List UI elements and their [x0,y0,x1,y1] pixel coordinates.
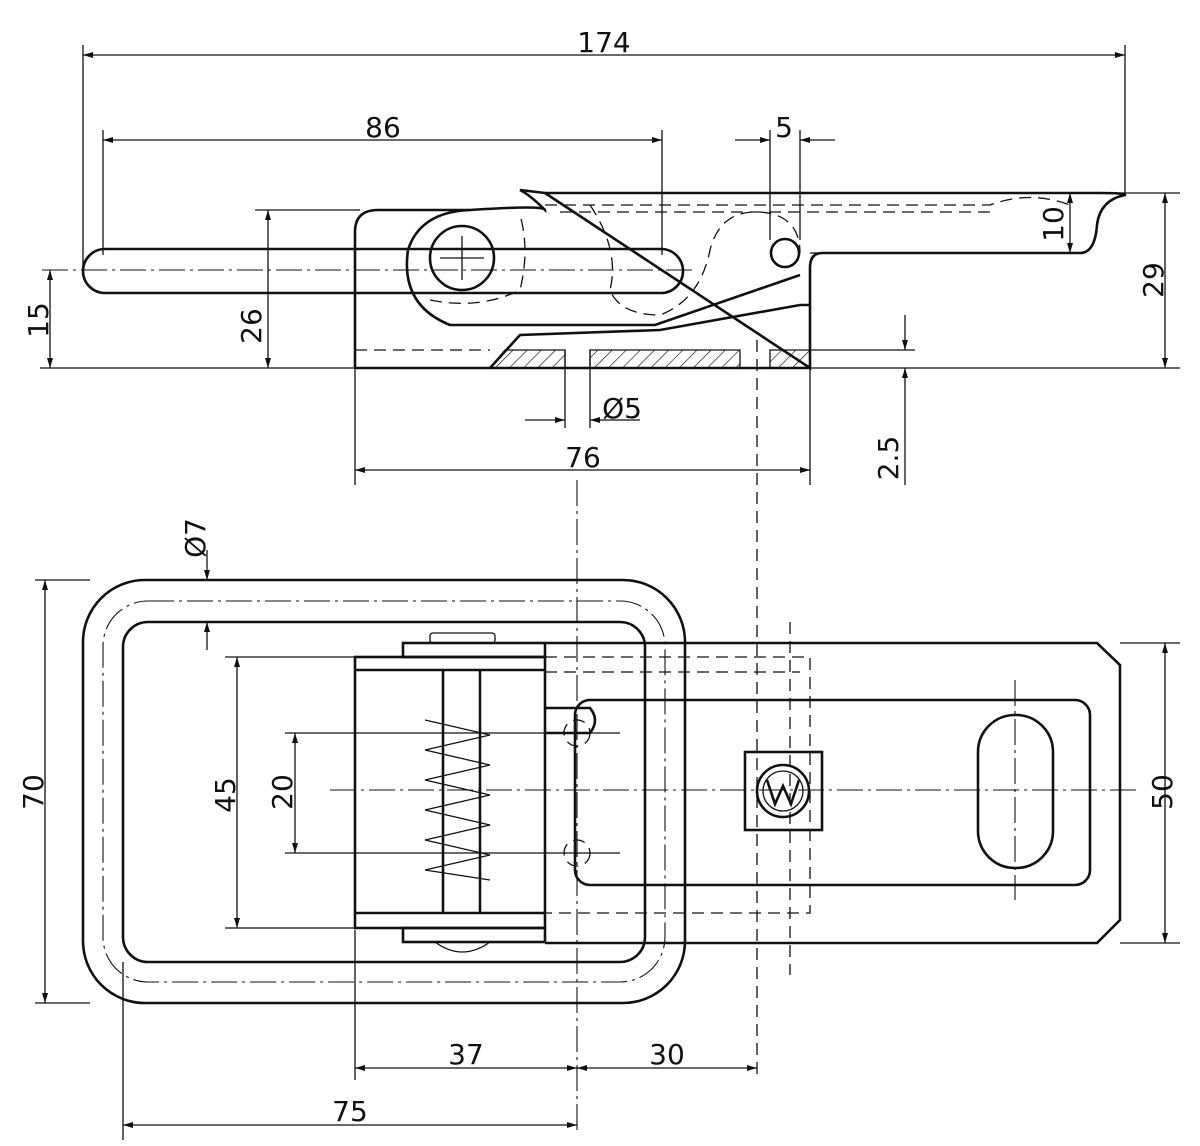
dim-body-height: 26 [235,308,268,344]
dim-axis-to-hole: 30 [649,1038,685,1071]
logo-plate [743,750,824,832]
side-hole [769,237,801,269]
loop-inner [121,620,647,964]
dim-hole-diameter: Ø5 [602,392,642,425]
dim-overall-length: 174 [577,26,630,59]
spring-block [353,655,547,930]
logo-icon [755,763,811,819]
dim-loop-to-axis: 75 [332,1095,368,1128]
dim-base-length: 76 [565,441,601,474]
latch-body [353,191,1127,371]
loop-outer [81,578,687,1005]
top-view: Ø7 70 45 20 50 37 30 75 [17,518,1180,1140]
pivot-pin [428,224,496,292]
base-plate [545,641,1122,945]
dim-loop-wire-diameter: Ø7 [179,518,212,558]
dim-handle-length: 86 [365,111,401,144]
dim-hole-spacing: 20 [266,774,299,810]
dim-plate-thickness: 2.5 [872,436,905,481]
spring [424,719,491,881]
dim-plate-width: 50 [1146,774,1179,810]
dim-block-to-axis: 37 [448,1038,484,1071]
side-view: 174 86 5 10 29 15 26 Ø5 76 2.5 [22,26,1180,485]
base-plate-section [488,349,811,369]
dim-total-height: 29 [1137,262,1170,298]
dim-block-height: 45 [209,777,242,813]
dim-handle-axis-height: 15 [22,302,55,338]
dim-hook-height: 10 [1037,206,1070,242]
handle-bar [81,247,685,295]
dim-loop-height: 70 [17,774,50,810]
dim-hole-offset: 5 [775,111,793,144]
